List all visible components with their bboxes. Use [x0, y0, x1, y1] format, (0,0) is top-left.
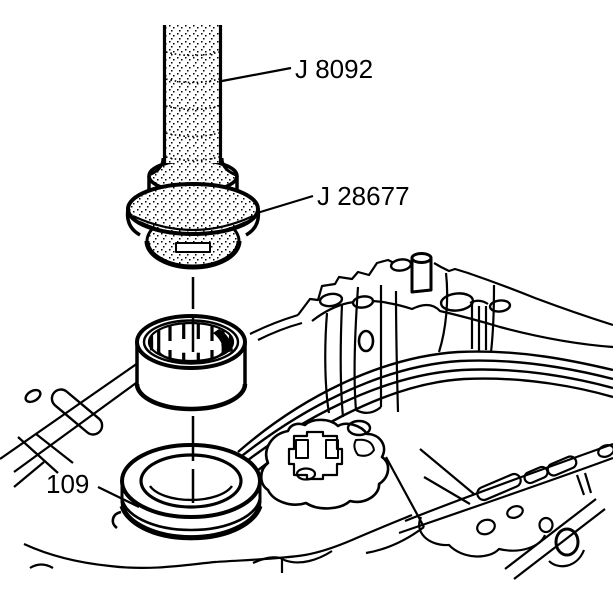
dowel-pin [410, 252, 433, 294]
bore-boss-109 [111, 443, 263, 543]
installer-tool [125, 158, 261, 270]
needle-bearing [134, 314, 248, 412]
leader-line-component [97, 486, 140, 508]
case-bottom-edge [23, 513, 413, 570]
cloverleaf-boss [259, 418, 390, 510]
callouts: J 8092 J 28677 109 [46, 54, 410, 508]
handle-knurl-bands [165, 51, 220, 162]
label-tool-handle: J 8092 [295, 54, 373, 84]
leader-line-installer [256, 194, 314, 215]
label-component: 109 [46, 469, 89, 499]
gasket-flange [252, 442, 613, 580]
case-top-flange [249, 258, 613, 349]
flange-bolt-holes [318, 258, 512, 313]
case-left-details [0, 355, 159, 488]
driver-handle [148, 25, 237, 177]
transmission-case [0, 252, 613, 580]
label-installer: J 28677 [317, 181, 410, 211]
leader-line-tool-handle [221, 66, 292, 83]
